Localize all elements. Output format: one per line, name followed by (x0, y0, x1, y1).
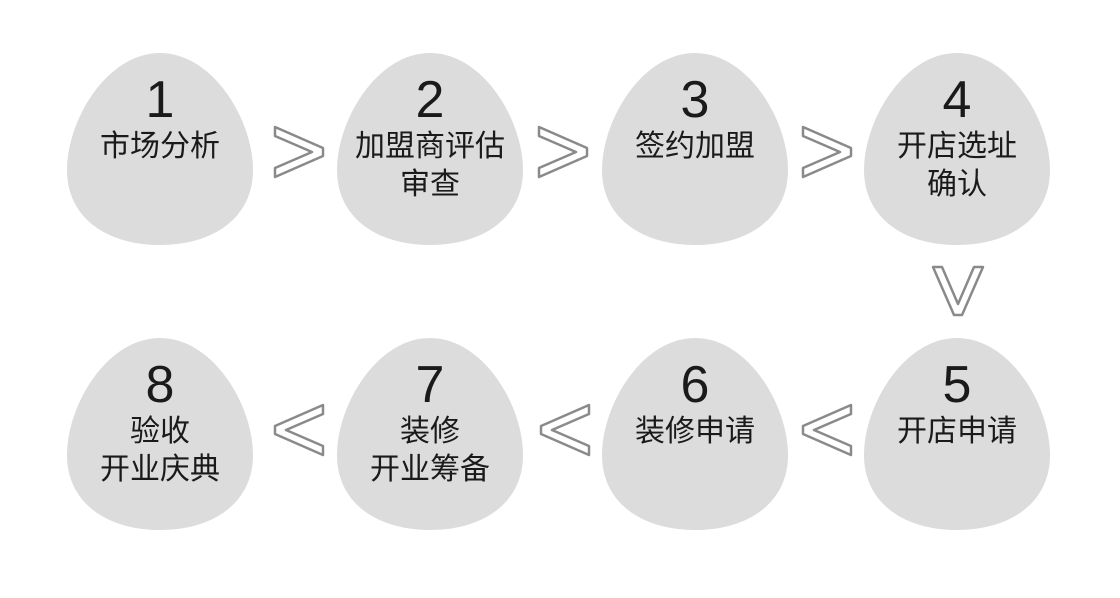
step-6-node: 6 装修申请 (598, 335, 792, 533)
egg-shape (67, 338, 253, 530)
step-number: 4 (942, 71, 972, 129)
step-number: 3 (680, 71, 710, 129)
egg-shape (337, 53, 523, 245)
arrow-right-icon (536, 124, 590, 180)
step-label-line1: 加盟商评估 (355, 129, 505, 164)
step-label-line2: 开业庆典 (100, 452, 220, 487)
step-label-line2: 确认 (927, 167, 987, 202)
step-4-node: 4 开店选址 确认 (860, 50, 1054, 248)
step-number: 5 (942, 356, 972, 414)
step-2-node: 2 加盟商评估 审查 (333, 50, 527, 248)
egg-shape (864, 338, 1050, 530)
step-label-line1: 装修 (400, 414, 460, 449)
step-label-line1: 签约加盟 (635, 129, 755, 164)
step-1-node: 1 市场分析 (63, 50, 257, 248)
step-number: 6 (680, 356, 710, 414)
step-7-node: 7 装修 开业筹备 (333, 335, 527, 533)
egg-shape (864, 53, 1050, 245)
step-label-line2: 审查 (400, 167, 460, 202)
step-label-line1: 开店申请 (897, 414, 1017, 449)
egg-shape (67, 53, 253, 245)
step-label-line2: 开业筹备 (370, 452, 490, 487)
step-label-line1: 装修申请 (635, 414, 755, 449)
arrow-left-icon (538, 402, 592, 458)
step-number: 2 (415, 71, 445, 129)
egg-shape (337, 338, 523, 530)
step-8-node: 8 验收 开业庆典 (63, 335, 257, 533)
step-5-node: 5 开店申请 (860, 335, 1054, 533)
egg-shape (602, 338, 788, 530)
arrow-left-icon (272, 402, 326, 458)
step-label-line1: 开店选址 (897, 129, 1017, 164)
step-number: 7 (415, 356, 445, 414)
arrow-right-icon (800, 124, 854, 180)
arrow-right-icon (272, 124, 326, 180)
step-label-line1: 验收 (130, 414, 190, 449)
arrow-down-icon (930, 264, 986, 318)
step-label-line1: 市场分析 (100, 129, 220, 164)
step-number: 1 (145, 71, 175, 129)
step-3-node: 3 签约加盟 (598, 50, 792, 248)
egg-shape (602, 53, 788, 245)
step-number: 8 (145, 356, 175, 414)
arrow-left-icon (800, 402, 854, 458)
